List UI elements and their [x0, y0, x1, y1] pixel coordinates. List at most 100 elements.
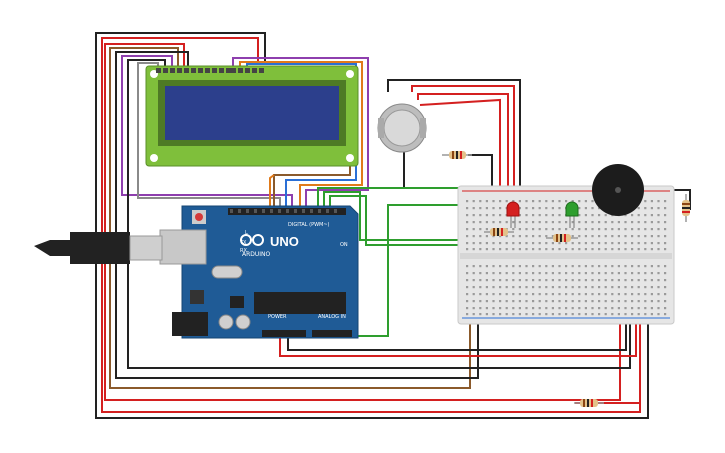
breadboard-hole — [617, 293, 620, 296]
breadboard-hole — [565, 279, 568, 282]
breadboard-hole — [551, 221, 554, 224]
breadboard-hole — [551, 307, 554, 310]
breadboard-hole — [492, 279, 495, 282]
breadboard-hole — [650, 293, 653, 296]
breadboard-hole — [551, 313, 554, 316]
breadboard-hole — [617, 221, 620, 224]
breadboard-hole — [657, 286, 660, 289]
breadboard-hole — [598, 300, 601, 303]
breadboard-hole — [604, 313, 607, 316]
breadboard-hole — [472, 293, 475, 296]
breadboard-hole — [591, 248, 594, 251]
breadboard-hole — [591, 235, 594, 238]
breadboard-hole — [518, 293, 521, 296]
breadboard-hole — [565, 286, 568, 289]
breadboard-hole — [617, 265, 620, 268]
breadboard-hole — [512, 228, 515, 231]
breadboard-hole — [492, 248, 495, 251]
breadboard-hole — [551, 248, 554, 251]
breadboard-hole — [525, 214, 528, 217]
breadboard-hole — [611, 307, 614, 310]
resistor-red-led — [484, 228, 514, 236]
breadboard-hole — [571, 300, 574, 303]
breadboard-hole — [571, 293, 574, 296]
sensor-tab — [378, 118, 384, 138]
breadboard-hole — [631, 242, 634, 245]
breadboard-hole — [644, 293, 647, 296]
breadboard-hole — [479, 307, 482, 310]
breadboard-hole — [664, 286, 667, 289]
breadboard-hole — [492, 200, 495, 203]
breadboard-hole — [512, 300, 515, 303]
breadboard-hole — [578, 286, 581, 289]
breadboard-hole — [466, 286, 469, 289]
breadboard-hole — [499, 248, 502, 251]
breadboard-hole — [532, 214, 535, 217]
breadboard-hole — [644, 272, 647, 275]
resistor-sensor — [442, 151, 472, 159]
breadboard-hole — [499, 313, 502, 316]
breadboard-hole — [479, 279, 482, 282]
red-led — [506, 201, 520, 228]
breadboard-hole — [604, 286, 607, 289]
wire-black-sensor-res — [468, 154, 493, 200]
breadboard-hole — [512, 235, 515, 238]
breadboard-hole — [505, 221, 508, 224]
uno-logo-text: UNO — [270, 234, 299, 249]
breadboard-hole — [631, 221, 634, 224]
breadboard-hole — [505, 265, 508, 268]
breadboard-hole — [657, 207, 660, 210]
breadboard-hole — [485, 228, 488, 231]
breadboard-hole — [631, 313, 634, 316]
breadboard-hole — [631, 265, 634, 268]
breadboard-hole — [485, 272, 488, 275]
wire-red-sensor-c — [419, 98, 501, 200]
breadboard-hole — [545, 300, 548, 303]
breadboard-hole — [650, 248, 653, 251]
breadboard-hole — [578, 307, 581, 310]
reset-button-cap — [195, 213, 203, 221]
breadboard-hole — [657, 265, 660, 268]
breadboard-hole — [598, 248, 601, 251]
breadboard-hole — [650, 228, 653, 231]
breadboard-hole — [466, 300, 469, 303]
breadboard-hole — [624, 242, 627, 245]
breadboard-hole — [611, 286, 614, 289]
breadboard-hole — [512, 248, 515, 251]
breadboard-hole — [644, 242, 647, 245]
breadboard-hole — [591, 242, 594, 245]
breadboard-hole — [611, 221, 614, 224]
piezo-buzzer — [592, 164, 644, 216]
breadboard-hole — [479, 272, 482, 275]
breadboard-hole — [551, 228, 554, 231]
breadboard-hole — [644, 313, 647, 316]
breadboard-hole — [485, 286, 488, 289]
breadboard-hole — [598, 207, 601, 210]
breadboard-hole — [637, 293, 640, 296]
breadboard-hole — [624, 279, 627, 282]
breadboard-hole — [584, 248, 587, 251]
breadboard-hole — [492, 207, 495, 210]
breadboard-hole — [657, 228, 660, 231]
breadboard-hole — [571, 235, 574, 238]
breadboard-hole — [571, 279, 574, 282]
breadboard-hole — [551, 214, 554, 217]
breadboard-hole — [664, 200, 667, 203]
led-rx-label: RX — [240, 248, 247, 254]
breadboard-hole — [664, 207, 667, 210]
breadboard-hole — [551, 293, 554, 296]
breadboard-hole — [578, 207, 581, 210]
breadboard-hole — [591, 279, 594, 282]
breadboard-hole — [604, 265, 607, 268]
wire-orange-mid — [269, 174, 275, 212]
breadboard-hole — [545, 279, 548, 282]
wire-red-second — [104, 43, 621, 401]
breadboard-hole — [617, 313, 620, 316]
breadboard-hole — [485, 293, 488, 296]
breadboard-hole — [518, 228, 521, 231]
breadboard-hole — [624, 265, 627, 268]
breadboard-hole — [551, 200, 554, 203]
breadboard-hole — [472, 228, 475, 231]
breadboard-hole — [637, 307, 640, 310]
